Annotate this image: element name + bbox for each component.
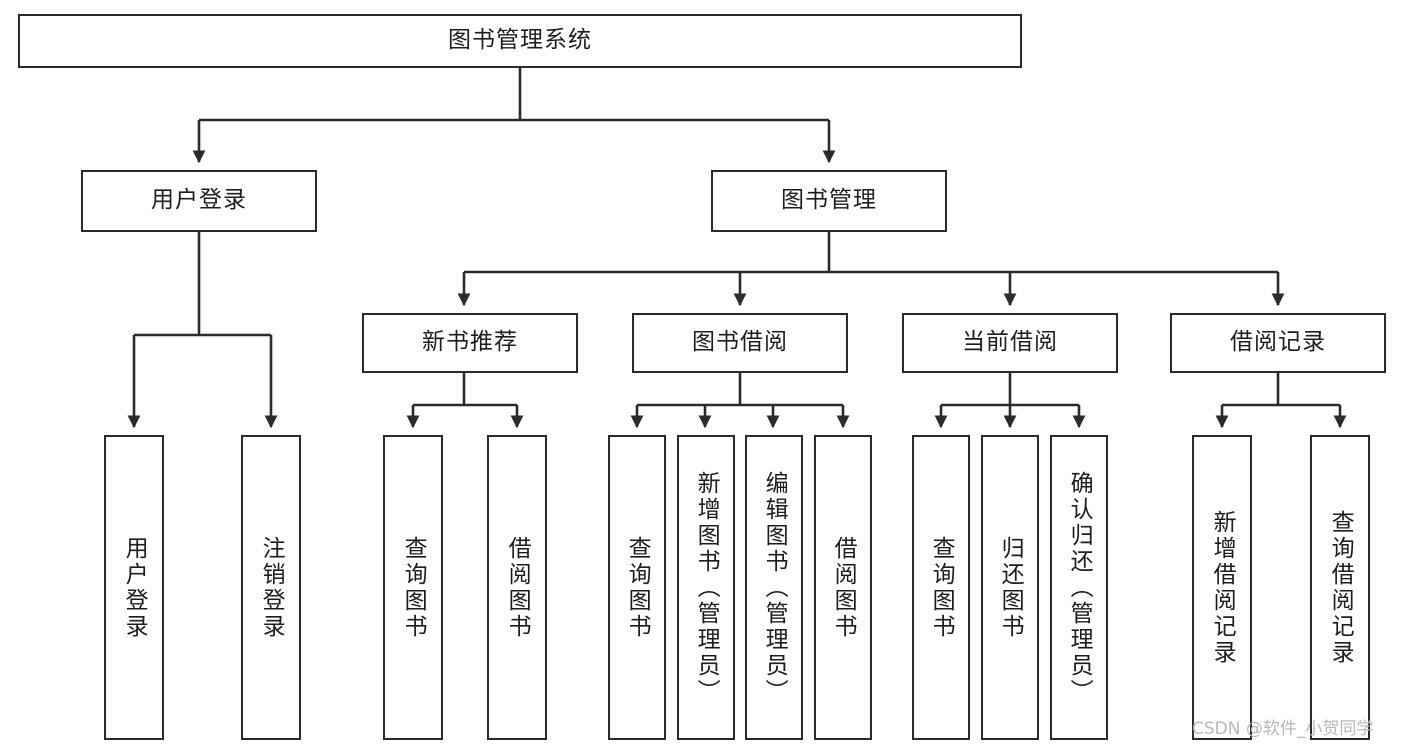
leaf-return-book[interactable]: 归还图书 — [981, 435, 1039, 740]
node-label: 查询图书 — [928, 535, 955, 640]
node-label: 查询图书 — [624, 535, 651, 640]
node-label: 新增借阅记录 — [1209, 509, 1236, 666]
node-label: 查询图书 — [400, 535, 427, 640]
leaf-add-book-admin[interactable]: 新增图书（管理员） — [677, 435, 735, 740]
node-label: 查询借阅记录 — [1327, 509, 1354, 666]
node-label: 图书借阅 — [692, 329, 788, 356]
node-label: 借阅图书 — [830, 535, 857, 640]
leaf-query-book-borrow[interactable]: 查询图书 — [608, 435, 666, 740]
leaf-add-borrow-record[interactable]: 新增借阅记录 — [1192, 435, 1252, 740]
node-label: 归还图书 — [997, 535, 1024, 640]
leaf-query-borrow-record[interactable]: 查询借阅记录 — [1310, 435, 1370, 740]
leaf-query-book-new[interactable]: 查询图书 — [383, 435, 443, 740]
node-root-system[interactable]: 图书管理系统 — [18, 14, 1022, 68]
node-borrow-record[interactable]: 借阅记录 — [1170, 313, 1386, 373]
node-label: 新增图书（管理员） — [693, 470, 720, 705]
leaf-borrow-book[interactable]: 借阅图书 — [814, 435, 872, 740]
node-label: 图书管理系统 — [448, 27, 592, 54]
leaf-query-book-current[interactable]: 查询图书 — [912, 435, 970, 740]
leaf-confirm-return-admin[interactable]: 确认归还（管理员） — [1050, 435, 1108, 740]
node-label: 借阅图书 — [504, 535, 531, 640]
node-new-book-recommend[interactable]: 新书推荐 — [362, 313, 578, 373]
node-current-borrow[interactable]: 当前借阅 — [902, 313, 1118, 373]
node-label: 注销登录 — [258, 535, 285, 640]
node-label: 图书管理 — [781, 187, 877, 214]
leaf-logout-login[interactable]: 注销登录 — [241, 435, 301, 740]
leaf-borrow-book-new[interactable]: 借阅图书 — [487, 435, 547, 740]
node-label: 确认归还（管理员） — [1066, 470, 1093, 705]
node-label: 借阅记录 — [1230, 329, 1326, 356]
leaf-edit-book-admin[interactable]: 编辑图书（管理员） — [745, 435, 803, 740]
node-label: 用户登录 — [151, 187, 247, 214]
csdn-watermark: CSDN @软件_小贺同学 — [1192, 719, 1374, 739]
node-label: 当前借阅 — [962, 329, 1058, 356]
node-book-borrow[interactable]: 图书借阅 — [632, 313, 848, 373]
node-book-management[interactable]: 图书管理 — [711, 170, 947, 232]
node-label: 用户登录 — [121, 535, 148, 640]
node-label: 编辑图书（管理员） — [761, 470, 788, 705]
node-label: 新书推荐 — [422, 329, 518, 356]
leaf-user-login[interactable]: 用户登录 — [104, 435, 164, 740]
node-user-login[interactable]: 用户登录 — [81, 170, 317, 232]
